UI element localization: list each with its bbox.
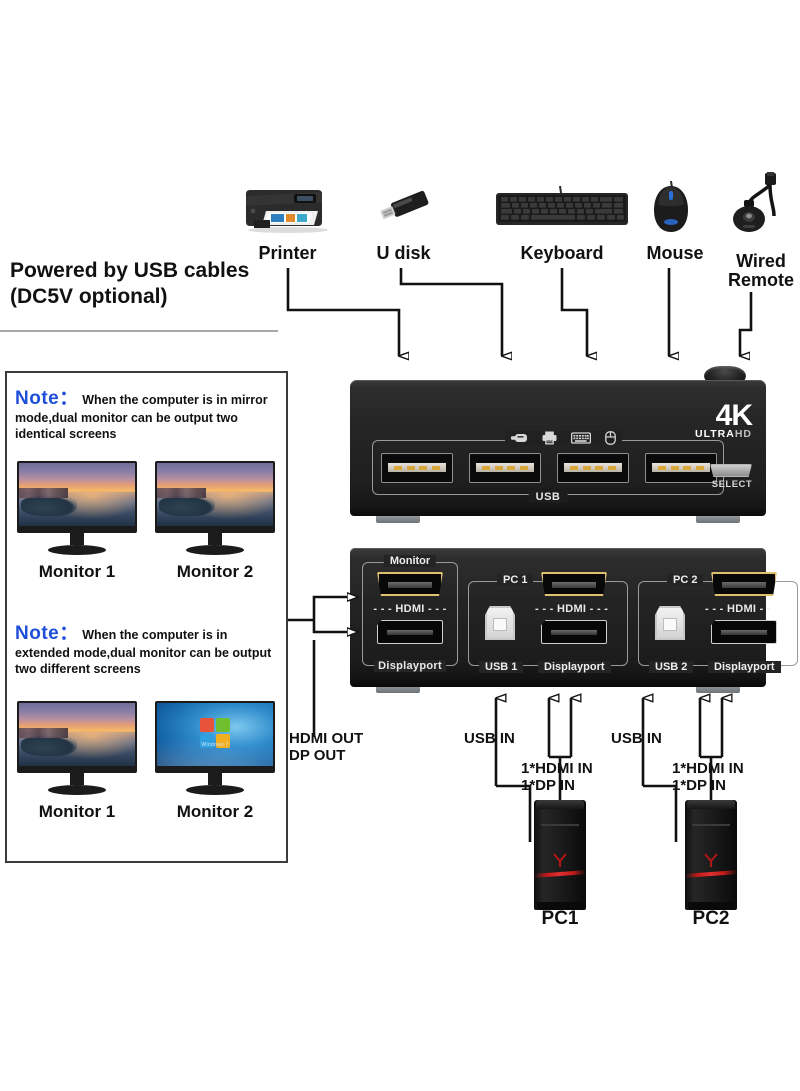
badge-ultra-text: ULTRA (695, 427, 735, 440)
note-mirror-mode: Note： When the computer is in mirror mod… (15, 387, 283, 442)
note-2-monitor-row: Monitor 1 Windows 7 Monitor 2 (17, 701, 275, 822)
monitor-hdmi-label: - - - HDMI - - - (373, 603, 447, 615)
device-foot-right (696, 510, 740, 523)
keyboard-icon (494, 185, 630, 230)
monitor-1-extended: Monitor 1 (17, 701, 137, 822)
4k-ultrahd-badge: 4K ULTRAHD (695, 399, 753, 440)
wired-remote-label-line1: Wired (736, 251, 786, 271)
note-extended-mode: Note： When the computer is in extended m… (15, 622, 283, 677)
kvm-switch-front-panel: 4K ULTRAHD USB SELECT (350, 380, 766, 523)
monitor-displayport-label: Displayport (374, 660, 446, 672)
usb-a-port-4[interactable] (645, 453, 717, 483)
kvm-switch-rear-panel: Monitor - - - HDMI - - - Displayport PC … (350, 548, 798, 693)
wired-remote-icon (722, 172, 788, 242)
usb-port-group: USB (372, 431, 724, 503)
keyboard-icon (571, 432, 591, 444)
pc2-hdmi-in-label: 1*HDMI IN (672, 760, 744, 777)
pc2-group-label: PC 2 (667, 574, 704, 586)
pc1-video-in-label: 1*HDMI IN 1*DP IN (521, 760, 593, 795)
note-2-keyword: Note： (15, 623, 79, 644)
dp-out-label: DP OUT (289, 746, 346, 764)
pc2-hdmi-port[interactable] (711, 572, 777, 596)
note-1-monitor-row: Monitor 1 Monitor 2 (17, 461, 275, 582)
usb-flash-drive-icon (372, 186, 434, 226)
monitor-screen (155, 461, 275, 533)
usb-flash-drive-icon (511, 434, 527, 442)
pc1-displayport-port[interactable] (541, 620, 607, 644)
notes-panel: Note： When the computer is in mirror mod… (5, 371, 288, 863)
pc2-caption: PC2 (692, 908, 730, 929)
pc1-tower-icon (534, 800, 586, 910)
pc2-displayport-label: Displayport (708, 661, 781, 673)
badge-hd-text: HD (734, 427, 752, 440)
printer-label: Printer (258, 243, 317, 263)
monitor-screen (17, 701, 137, 773)
pc1-port-group: PC 1 USB 1 - - - HDMI - - - Displayport (468, 572, 628, 673)
pc1-usb-label: USB 1 (479, 661, 524, 673)
note-1-keyword: Note： (15, 388, 79, 409)
pc2-dp-in-label: 1*DP IN (672, 776, 726, 794)
headline-line-1: Powered by USB cables (10, 259, 250, 282)
pc1-group-label: PC 1 (497, 574, 534, 586)
monitor-caption: Monitor 1 (38, 802, 116, 821)
headline-divider (0, 330, 278, 332)
usb-group-label: USB (528, 491, 568, 503)
device-foot-left (376, 510, 420, 523)
monitor-1-mirror: Monitor 1 (17, 461, 137, 582)
monitor-2-mirror: Monitor 2 (155, 461, 275, 582)
pc2-usb-in-label: USB IN (611, 730, 662, 747)
u-disk-label: U disk (376, 243, 431, 263)
monitor-group-label: Monitor (383, 555, 437, 567)
mouse-label: Mouse (646, 243, 704, 263)
pc1-dp-in-label: 1*DP IN (521, 776, 575, 794)
monitor-output-label: HDMI OUT DP OUT (289, 730, 364, 765)
monitor-port-group: Monitor - - - HDMI - - - Displayport (362, 555, 458, 672)
usb-a-port-1[interactable] (381, 453, 453, 483)
pc2-port-group: PC 2 USB 2 - - - HDMI - - Displayport (638, 572, 798, 673)
hdmi-out-label: HDMI OUT (289, 730, 364, 747)
note-1-text: When the computer is in mirror mode,dual… (15, 393, 268, 441)
pc2-video-in-label: 1*HDMI IN 1*DP IN (672, 760, 744, 795)
badge-4k-text: 4K (715, 399, 753, 432)
pc1-hdmi-in-label: 1*HDMI IN (521, 760, 593, 777)
pc1-usb-in-label: USB IN (464, 730, 515, 747)
select-label: SELECT (711, 479, 753, 490)
mouse-icon (650, 180, 692, 235)
pc1-displayport-label: Displayport (538, 661, 611, 673)
wired-remote-label: Wired Remote (722, 252, 800, 290)
monitor-hdmi-port[interactable] (377, 572, 443, 596)
device-foot-left-rear (376, 680, 420, 693)
monitor-screen: Windows 7 (155, 701, 275, 773)
page-title: Powered by USB cables (DC5V optional) (10, 258, 300, 311)
note-2-text: When the computer is in extended mode,du… (15, 628, 272, 676)
pc2-displayport-port[interactable] (711, 620, 777, 644)
monitor-caption: Monitor 1 (38, 562, 116, 581)
monitor-caption: Monitor 2 (176, 562, 254, 581)
pc1-hdmi-port[interactable] (541, 572, 607, 596)
device-foot-right-rear (696, 680, 740, 693)
headline-line-2: (DC5V optional) (10, 285, 168, 309)
pc2-hdmi-label: - - - HDMI - - (705, 603, 771, 615)
usb-a-port-3[interactable] (557, 453, 629, 483)
printer-icon (542, 431, 557, 445)
pc2-usb-b-port[interactable] (655, 606, 685, 640)
select-connector-icon (710, 464, 752, 477)
monitor-displayport-port[interactable] (377, 620, 443, 644)
select-port[interactable]: SELECT (710, 464, 754, 490)
monitor-screen (17, 461, 137, 533)
pc2-tower-icon (685, 800, 737, 910)
keyboard-label: Keyboard (520, 243, 604, 263)
monitor-2-extended: Windows 7 Monitor 2 (155, 701, 275, 822)
monitor-caption: Monitor 2 (176, 802, 254, 821)
windows-logo-icon (200, 718, 230, 749)
usb-a-port-2[interactable] (469, 453, 541, 483)
pc1-hdmi-label: - - - HDMI - - - (535, 603, 609, 615)
mouse-icon (605, 431, 616, 445)
printer-icon (240, 178, 335, 233)
pc1-caption: PC1 (541, 908, 579, 929)
pc2-usb-label: USB 2 (649, 661, 694, 673)
pc1-usb-b-port[interactable] (485, 606, 515, 640)
usb-device-icon-row (505, 431, 622, 445)
wired-remote-label-line2: Remote (727, 269, 794, 290)
